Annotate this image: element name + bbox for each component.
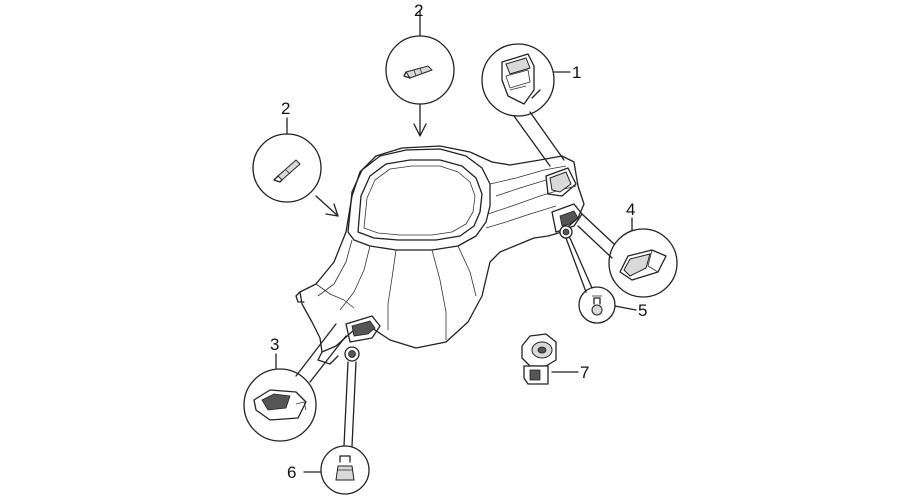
- callout-3: 3: [270, 335, 279, 354]
- part-2-top-bulb: [385, 9, 455, 137]
- part-4-switch: [577, 213, 678, 298]
- part-6-bulb: [303, 361, 370, 495]
- callout-5: 5: [638, 301, 647, 320]
- part-3-switch: [243, 323, 347, 442]
- callout-1: 1: [572, 63, 581, 82]
- callout-2-left: 2: [281, 99, 290, 118]
- callout-7: 7: [580, 363, 589, 382]
- callout-6: 6: [287, 463, 296, 482]
- part-2-left-bulb: [252, 117, 339, 217]
- part-7-ignition-switch: [521, 333, 579, 385]
- callout-4: 4: [626, 200, 635, 219]
- part-5-bulb: [565, 237, 637, 324]
- callout-2-top: 2: [414, 1, 423, 20]
- part-1-switch: [481, 43, 571, 167]
- handlebar-cover-body: [295, 145, 585, 365]
